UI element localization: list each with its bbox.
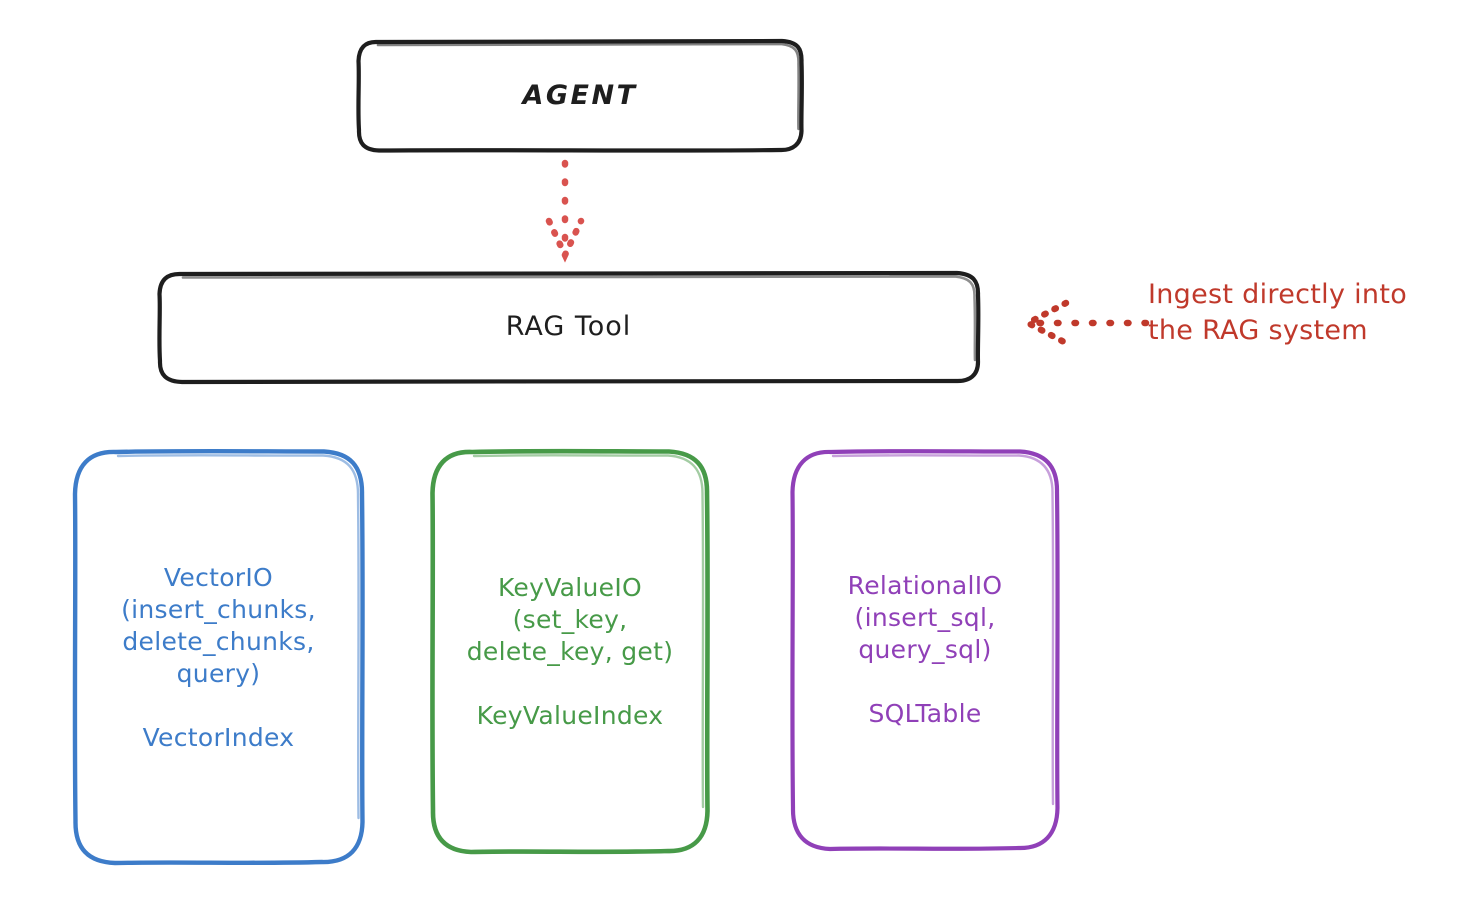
agent-label: AGENT [522,79,638,111]
key-value-io-label: KeyValueIO (set_key, delete_key, get) Ke… [466,573,674,730]
arrowhead-left-icon [1021,299,1070,347]
vector-io-label: VectorIO (insert_chunks, delete_chunks, … [121,563,316,752]
node-agent[interactable]: AGENT [355,38,805,154]
relational-io-label: RelationalIO (insert_sql, query_sql) SQL… [847,571,1003,728]
relational-io-box-outline [790,449,1060,852]
node-rag-tool[interactable]: RAG Tool [155,270,982,385]
connector-agent-to-rag-tool [545,159,585,263]
node-vector-io[interactable]: VectorIO (insert_chunks, delete_chunks, … [70,448,367,868]
key-value-io-box-outline [430,448,710,855]
agent-box-outline [356,38,804,153]
rag-tool-label: RAG Tool [505,311,632,343]
vector-io-box-outline [72,448,365,866]
rag-tool-box-outline [157,270,981,385]
connector-ingest-arrow [1021,299,1150,347]
node-relational-io[interactable]: RelationalIO (insert_sql, query_sql) SQL… [788,448,1062,852]
node-key-value-io[interactable]: KeyValueIO (set_key, delete_key, get) Ke… [428,448,712,856]
arrowhead-down-icon [545,217,585,263]
annotation-ingest-note: Ingest directly into the RAG system [1148,279,1408,347]
